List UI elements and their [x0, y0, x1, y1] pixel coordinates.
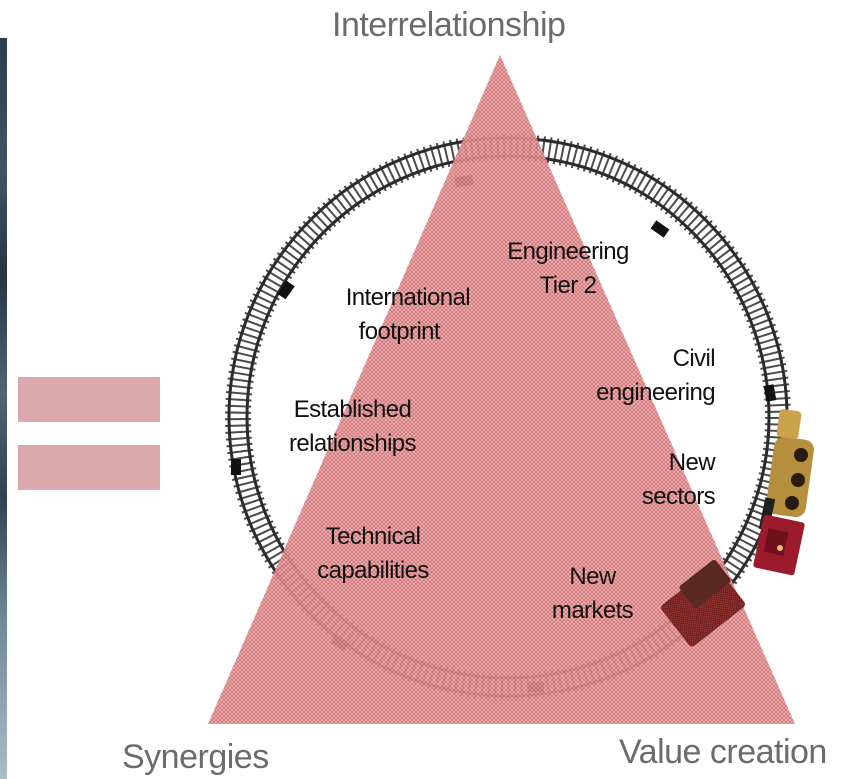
label-civil-engineering: Civil engineering [555, 342, 715, 410]
label-line: engineering [596, 379, 715, 406]
label-line: relationships [289, 430, 417, 457]
label-line: Engineering [507, 238, 629, 265]
label-line: Civil [672, 345, 716, 372]
corner-label-value-creation: Value creation [619, 733, 827, 771]
hatched-triangle [208, 55, 795, 724]
label-established-relationships: Established relationships [265, 393, 440, 461]
label-line: sectors [641, 483, 716, 510]
background-photo-strip [0, 38, 7, 779]
label-line: New [668, 449, 716, 476]
label-line: Technical [325, 523, 421, 550]
label-technical-capabilities: Technical capabilities [298, 520, 448, 588]
label-engineering-tier-2: Engineering Tier 2 [488, 235, 648, 303]
toy-steam-locomotive-icon [661, 409, 814, 647]
label-line: capabilities [317, 557, 429, 584]
label-new-sectors: New sectors [575, 446, 716, 514]
label-line: New [569, 563, 616, 590]
equals-sign-bar-bottom [18, 445, 160, 490]
label-line: markets [551, 597, 634, 624]
label-line: footprint [358, 318, 441, 345]
equals-sign-bar-top [18, 377, 160, 422]
corner-label-synergies: Synergies [122, 738, 269, 776]
label-international-footprint: International footprint [305, 281, 471, 349]
label-line: Tier 2 [539, 272, 597, 299]
label-line: International [345, 284, 471, 311]
label-new-markets: New markets [530, 560, 655, 628]
label-line: Established [293, 396, 412, 423]
corner-label-interrelationship: Interrelationship [332, 6, 566, 44]
